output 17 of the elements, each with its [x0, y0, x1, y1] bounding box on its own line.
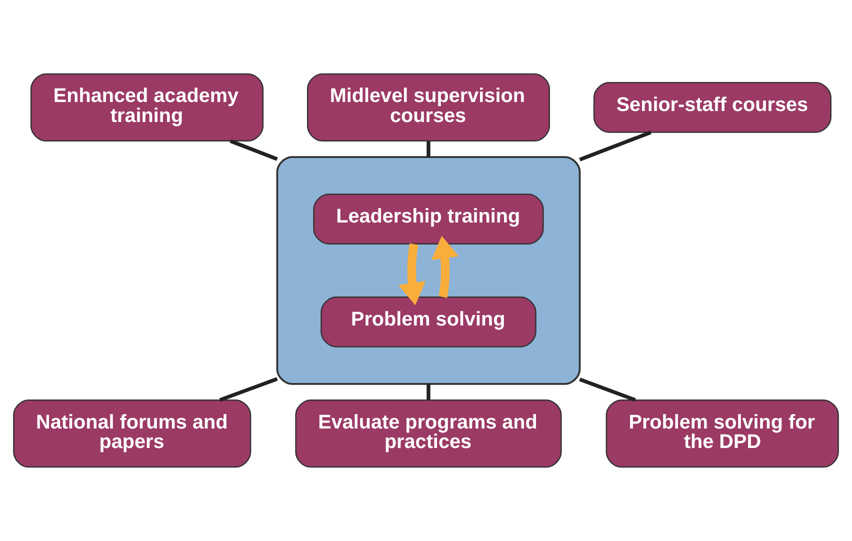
- connector: [230, 139, 278, 161]
- connector: [219, 377, 278, 402]
- node-box: Problem solving: [320, 296, 536, 348]
- node-box: Leadership training: [313, 194, 544, 244]
- connector: [426, 141, 430, 158]
- connector: [426, 384, 430, 400]
- cluster: [276, 156, 581, 385]
- node-box: Problem solving for the DPD: [606, 399, 839, 468]
- node-box: Evaluate programs and practices: [295, 399, 562, 468]
- node-box: Midlevel supervision courses: [306, 73, 550, 142]
- node-box: Enhanced academy training: [30, 73, 264, 142]
- node-box: Senior-staff courses: [593, 82, 832, 133]
- node-box: National forums and papers: [13, 399, 252, 468]
- arrow: [431, 236, 459, 298]
- connector: [579, 130, 652, 162]
- connector: [579, 378, 636, 402]
- arrow: [398, 243, 426, 306]
